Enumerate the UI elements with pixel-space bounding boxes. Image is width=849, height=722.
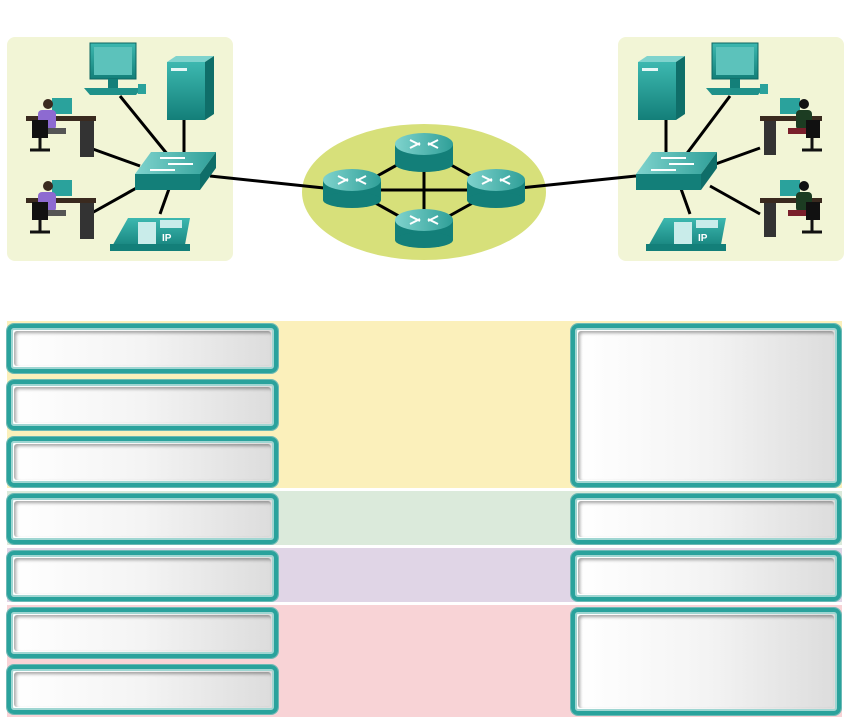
left-drop-slot[interactable] bbox=[7, 494, 278, 544]
right-drop-slot[interactable] bbox=[571, 551, 841, 601]
slot-label bbox=[14, 331, 271, 366]
slot-label bbox=[578, 558, 834, 594]
slot-label bbox=[14, 615, 271, 651]
network-topology-diagram: IP bbox=[26, 42, 822, 260]
right-drop-slot[interactable] bbox=[571, 494, 841, 544]
left-drop-slot[interactable] bbox=[7, 551, 278, 601]
left-drop-slot[interactable] bbox=[7, 380, 278, 430]
router-icon bbox=[323, 169, 381, 208]
router-icon bbox=[395, 133, 453, 172]
user-workstation-icon bbox=[26, 180, 96, 239]
router-icon bbox=[467, 169, 525, 208]
ip-phone-icon: IP bbox=[646, 218, 726, 251]
desktop-pc-icon bbox=[84, 42, 146, 95]
server-icon bbox=[638, 56, 685, 120]
switch-icon bbox=[135, 152, 216, 190]
left-drop-slot[interactable] bbox=[7, 437, 278, 487]
router-icon bbox=[395, 209, 453, 248]
desktop-pc-icon bbox=[706, 42, 768, 95]
slot-label bbox=[14, 558, 271, 594]
slot-label bbox=[14, 444, 271, 480]
phone-ip-label: IP bbox=[162, 233, 172, 244]
server-icon bbox=[167, 56, 214, 120]
slot-label bbox=[578, 501, 834, 537]
right-drop-slot[interactable] bbox=[571, 324, 841, 487]
left-drop-slot[interactable] bbox=[7, 665, 278, 714]
slot-label bbox=[14, 501, 271, 537]
slot-label bbox=[14, 387, 271, 423]
right-drop-slot[interactable] bbox=[571, 608, 841, 715]
phone-ip-label: IP bbox=[698, 233, 708, 244]
left-drop-slot[interactable] bbox=[7, 324, 278, 373]
user-workstation-icon bbox=[26, 98, 96, 157]
slot-label bbox=[578, 331, 834, 480]
switch-icon bbox=[636, 152, 717, 190]
slot-label bbox=[14, 672, 271, 707]
slot-label bbox=[578, 615, 834, 708]
ip-phone-icon: IP bbox=[110, 218, 190, 251]
left-drop-slot[interactable] bbox=[7, 608, 278, 658]
user-workstation-icon bbox=[760, 98, 822, 155]
user-workstation-icon bbox=[760, 180, 822, 237]
